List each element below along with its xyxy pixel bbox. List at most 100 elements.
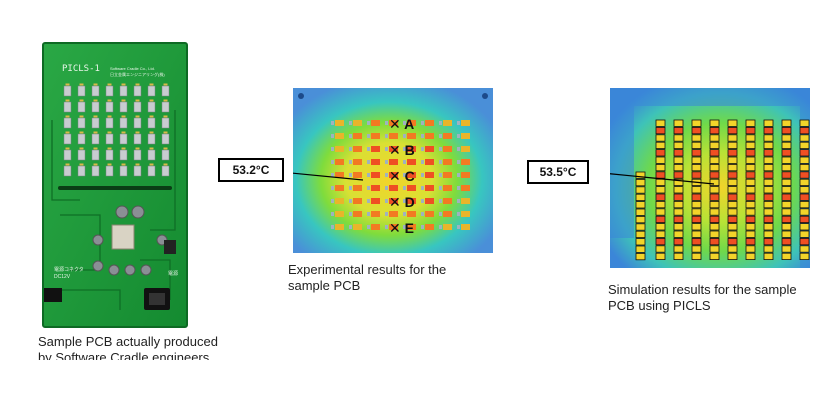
thermal-cell-pad (349, 199, 352, 203)
sim-cell (709, 252, 720, 260)
pcb-component (77, 85, 86, 97)
sim-cell (655, 252, 666, 260)
sim-cell (635, 215, 646, 224)
thermal-cell-pad (385, 225, 388, 229)
thermal-cell (353, 120, 362, 126)
thermal-cell-pad (331, 160, 334, 164)
sim-cell (763, 164, 774, 172)
thermal-cell-pad (367, 199, 370, 203)
thermal-cell (425, 211, 434, 217)
thermal-cell-pad (421, 160, 424, 164)
pcb-component (119, 149, 128, 161)
sim-cell (763, 119, 774, 127)
pcb-component (77, 133, 86, 145)
thermal-cell-pad (385, 160, 388, 164)
sim-cell (691, 171, 702, 179)
sim-cell (745, 245, 756, 253)
pcb-component-pad (149, 99, 154, 102)
sim-cell (799, 223, 810, 231)
pcb-component-pad (135, 83, 140, 86)
pcb-component (147, 149, 156, 161)
pcb-component (77, 149, 86, 161)
thermal-cell (389, 224, 398, 230)
sim-cell (799, 186, 810, 194)
sim-cell (745, 252, 756, 260)
experimental-point-labels: ✕ A ✕ B ✕ C ✕ D ✕ E (389, 116, 439, 246)
sim-cell (763, 193, 774, 201)
thermal-cell (443, 185, 452, 191)
sim-cell (691, 245, 702, 253)
sim-cell (691, 230, 702, 238)
sim-cell (709, 127, 720, 135)
sim-cell (727, 164, 738, 172)
thermal-cell (371, 224, 380, 230)
sim-cell (727, 134, 738, 142)
sim-cell (745, 215, 756, 223)
thermal-cell (461, 120, 470, 126)
thermal-cell (371, 120, 380, 126)
thermal-cell-pad (331, 134, 334, 138)
pcb-capacitors (92, 205, 168, 276)
pcb-component-pad (149, 131, 154, 134)
thermal-cell-pad (367, 121, 370, 125)
thermal-cell (443, 198, 452, 204)
thermal-cell-pad (457, 199, 460, 203)
sim-cell (727, 149, 738, 157)
sim-cell (781, 245, 792, 253)
experimental-caption: Experimental results for the sample PCB (288, 262, 508, 294)
thermal-cell (443, 172, 452, 178)
pcb-component-pad (163, 163, 168, 166)
thermal-cell-pad (385, 212, 388, 216)
sim-cell (709, 245, 720, 253)
pcb-component-pad (135, 131, 140, 134)
pcb-component-pad (163, 99, 168, 102)
sim-cell (673, 252, 684, 260)
sim-cell (673, 134, 684, 142)
thermal-cell-pad (385, 147, 388, 151)
sim-cell (709, 230, 720, 238)
sim-cell (655, 230, 666, 238)
sim-cell (691, 164, 702, 172)
thermal-cell (389, 172, 398, 178)
pcb-component-pad (93, 99, 98, 102)
sim-cell (745, 201, 756, 209)
pcb-component-pad (149, 163, 154, 166)
sim-cell (673, 186, 684, 194)
sim-cell (727, 119, 738, 127)
sim-cell (799, 237, 810, 246)
pcb-component-pad (79, 163, 84, 166)
pcb-component-pad (135, 163, 140, 166)
experimental-caption-line2: sample PCB (288, 278, 361, 293)
sim-cell (727, 127, 738, 135)
sim-cell (763, 208, 774, 216)
sim-cell (763, 171, 774, 179)
thermal-cell-pad (349, 173, 352, 177)
sim-cell (655, 156, 666, 164)
sim-cell (781, 119, 792, 127)
sim-cell (763, 215, 774, 223)
pcb-component-pad (93, 163, 98, 166)
pcb-component (105, 133, 114, 145)
thermal-cell (443, 159, 452, 165)
thermal-cell-pad (367, 225, 370, 229)
point-label-e: E (404, 220, 414, 236)
sim-cell (745, 171, 756, 179)
thermal-cell-pad (331, 121, 334, 125)
pcb-component (147, 133, 156, 145)
pcb-component (147, 85, 156, 97)
sim-cell (655, 215, 666, 223)
sim-cell (763, 127, 774, 135)
thermal-cell-pad (439, 147, 442, 151)
sim-cell (673, 119, 684, 127)
thermal-cell-pad (457, 212, 460, 216)
sim-cell (709, 141, 720, 150)
pcb-component (133, 117, 142, 129)
thermal-cell (407, 133, 416, 139)
sim-cell (673, 223, 684, 231)
sim-cell (781, 201, 792, 209)
sim-cell (691, 215, 702, 223)
pcb-component (91, 101, 100, 113)
sim-cell (635, 179, 646, 187)
pcb-component (63, 85, 72, 97)
sim-cell (673, 164, 684, 172)
